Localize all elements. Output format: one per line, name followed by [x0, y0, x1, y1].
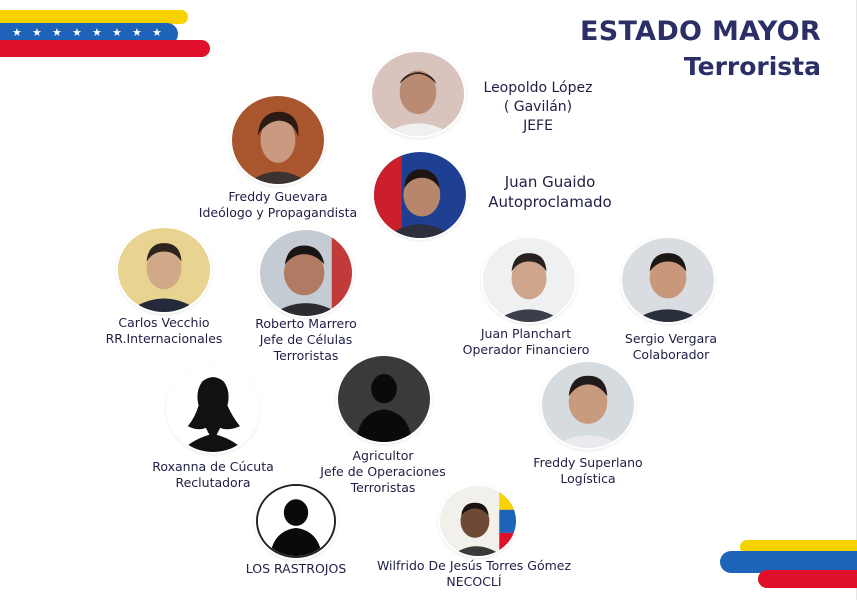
role-guaido: Autoproclamado — [488, 193, 612, 211]
flag-ribbon-top-left: ★ ★ ★ ★ ★ ★ ★ ★ — [0, 10, 215, 60]
caption-vecchio: Carlos Vecchio RR.Internacionales — [94, 315, 234, 347]
name-planchart: Juan Planchart — [480, 326, 572, 341]
role-vecchio: RR.Internacionales — [105, 331, 223, 346]
role-marrero-1: Jefe de Células — [259, 332, 353, 347]
svg-text:★: ★ — [132, 26, 142, 39]
page-title: ESTADO MAYOR — [580, 16, 821, 47]
caption-wilfrido: Wilfrido De Jesús Torres Gómez NECOCLÍ — [354, 558, 594, 590]
page-subtitle: Terrorista — [683, 52, 821, 81]
portrait-vergara — [622, 238, 714, 322]
svg-text:★: ★ — [32, 26, 42, 39]
caption-guevara: Freddy Guevara Ideólogo y Propagandista — [178, 189, 378, 221]
svg-text:★: ★ — [152, 26, 162, 39]
name-roxanna: Roxanna de Cúcuta — [152, 459, 274, 474]
name-vecchio: Carlos Vecchio — [118, 315, 210, 330]
name-marrero: Roberto Marrero — [255, 316, 357, 331]
stars-icon: ★ ★ ★ ★ ★ ★ ★ ★ — [12, 26, 162, 39]
role-marrero-2: Terroristas — [273, 348, 339, 363]
role-wilfrido: NECOCLÍ — [446, 574, 502, 589]
svg-text:★: ★ — [72, 26, 82, 39]
caption-vergara: Sergio Vergara Colaborador — [606, 331, 736, 363]
name-guevara: Freddy Guevara — [228, 189, 328, 204]
caption-planchart: Juan Planchart Operador Financiero — [446, 326, 606, 358]
portrait-vecchio — [118, 228, 210, 312]
role-lopez: JEFE — [523, 118, 553, 134]
role-guevara: Ideólogo y Propagandista — [198, 205, 358, 220]
name-wilfrido: Wilfrido De Jesús Torres Gómez — [376, 558, 572, 573]
name-guaido: Juan Guaido — [504, 173, 596, 191]
name-superlano: Freddy Superlano — [533, 455, 643, 470]
role-agricultor-2: Terroristas — [350, 480, 416, 495]
silhouette-roxanna — [168, 366, 258, 452]
caption-lopez: Leopoldo López ( Gavilán) JEFE — [468, 79, 608, 136]
portrait-lopez — [372, 52, 464, 136]
role-agricultor-1: Jefe de Operaciones — [320, 464, 446, 479]
portrait-planchart — [483, 238, 575, 322]
silhouette-agricultor — [338, 356, 430, 442]
name-agricultor: Agricultor — [352, 448, 414, 463]
svg-text:★: ★ — [92, 26, 102, 39]
svg-text:★: ★ — [52, 26, 62, 39]
caption-roxanna: Roxanna de Cúcuta Reclutadora — [138, 459, 288, 491]
flag-ribbon-bottom-right — [718, 540, 857, 592]
silhouette-rastrojos — [256, 484, 336, 558]
name-vergara: Sergio Vergara — [624, 331, 718, 346]
name-rastrojos: LOS RASTROJOS — [245, 561, 347, 576]
role-roxanna: Reclutadora — [175, 475, 251, 490]
role-superlano: Logística — [560, 471, 616, 486]
caption-rastrojos: LOS RASTROJOS — [226, 561, 366, 577]
portrait-wilfrido — [440, 486, 516, 556]
caption-guaido: Juan Guaido Autoproclamado — [470, 172, 630, 212]
svg-text:★: ★ — [12, 26, 22, 39]
role-vergara: Colaborador — [632, 347, 710, 362]
name-lopez: Leopoldo López — [483, 80, 593, 96]
alias-lopez: ( Gavilán) — [503, 99, 573, 115]
caption-marrero: Roberto Marrero Jefe de Células Terroris… — [236, 316, 376, 364]
caption-superlano: Freddy Superlano Logística — [518, 455, 658, 487]
portrait-guevara — [232, 96, 324, 184]
role-planchart: Operador Financiero — [462, 342, 590, 357]
portrait-marrero — [260, 230, 352, 316]
caption-agricultor: Agricultor Jefe de Operaciones Terrorist… — [306, 448, 460, 496]
portrait-superlano — [542, 362, 634, 448]
portrait-guaido — [374, 152, 466, 238]
svg-text:★: ★ — [112, 26, 122, 39]
